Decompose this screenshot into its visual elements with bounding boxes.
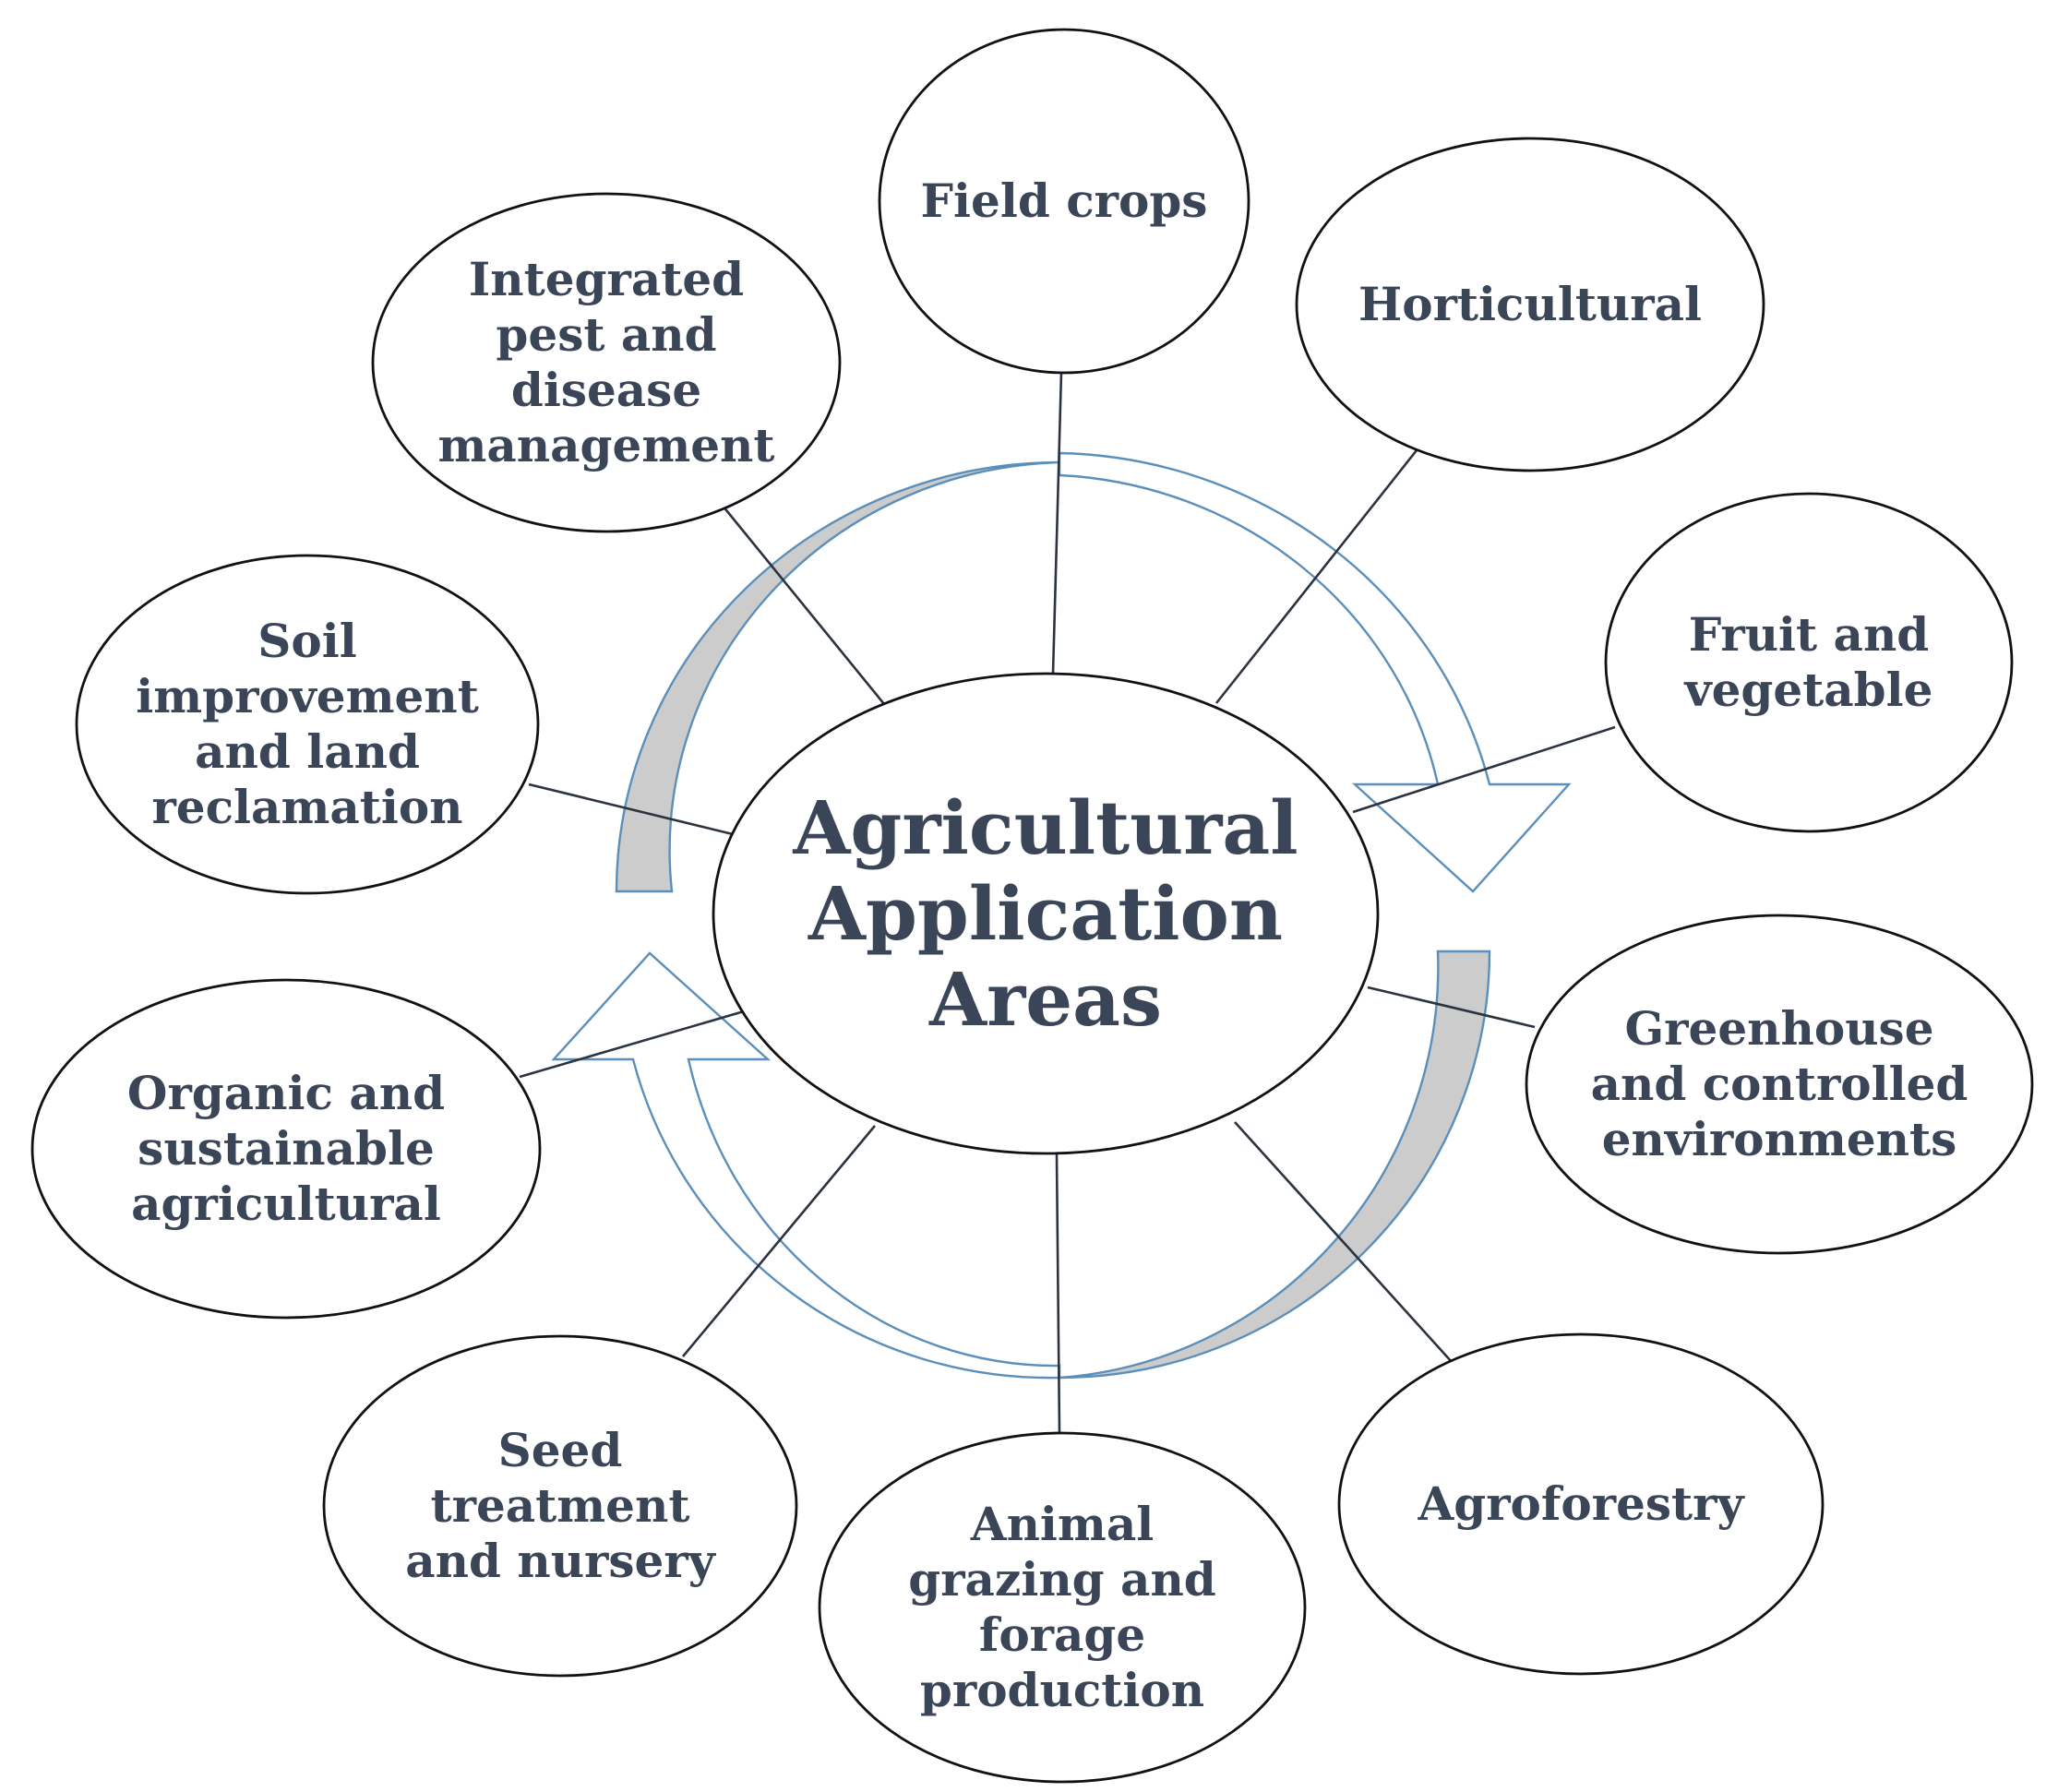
connector-greenhouse: [1367, 986, 1536, 1029]
connector-agroforestry: [1234, 1121, 1454, 1364]
connector-animal-grazing: [1055, 1153, 1061, 1434]
connectors: [519, 371, 1616, 1434]
greenhouse-label-line-2: and controlled: [1591, 1057, 1968, 1111]
center-title-line-3: Areas: [928, 956, 1162, 1043]
horticultural-label-line-1: Horticultural: [1358, 277, 1702, 331]
seed-treatment-label-line-3: and nursery: [405, 1534, 716, 1588]
integrated-pest-label-line-4: management: [438, 418, 775, 472]
organic-sustainable-label-line-3: agricultural: [131, 1177, 441, 1231]
fruit-and-vegetable-label-line-2: vegetable: [1684, 663, 1933, 717]
node-horticultural-shape: [1295, 137, 1765, 472]
integrated-pest-label-line-2: pest and: [496, 307, 716, 362]
soil-improvement-label-line-3: and land: [195, 724, 420, 779]
node-agroforestry[interactable]: Agroforestry: [1337, 1332, 1825, 1676]
connector-soil-improvement: [528, 783, 737, 837]
soil-improvement-label-line-2: improvement: [136, 669, 479, 723]
connector-fruit-and-vegetable: [1352, 725, 1616, 814]
node-fruit-and-vegetable-shape: [1604, 492, 2014, 833]
node-horticultural[interactable]: Horticultural: [1295, 137, 1765, 472]
cycle-arrow-upper-right: [1058, 451, 1572, 893]
center-title-line-1: Agricultural: [792, 784, 1298, 871]
integrated-pest-label-line-1: Integrated: [469, 252, 744, 306]
greenhouse-label-line-1: Greenhouse: [1624, 1001, 1933, 1056]
connector-seed-treatment: [682, 1125, 876, 1357]
node-organic-sustainable-shape: [30, 978, 542, 1320]
animal-grazing-label-line-2: grazing and: [908, 1552, 1216, 1607]
connector-field-crops: [1051, 371, 1063, 675]
seed-treatment-label-line-2: treatment: [431, 1478, 690, 1533]
seed-treatment-label-line-1: Seed: [498, 1423, 623, 1477]
animal-grazing-label-line-4: production: [920, 1663, 1204, 1717]
node-seed-treatment-shape: [322, 1334, 798, 1678]
cycle-arrow-lower-left: [551, 951, 1061, 1380]
node-integrated-pest-shape: [371, 192, 842, 533]
soil-improvement-label-line-4: reclamation: [151, 780, 462, 834]
organic-sustainable-label-line-2: sustainable: [138, 1121, 435, 1176]
organic-sustainable-label-line-1: Organic and: [127, 1066, 445, 1120]
connector-integrated-pest: [721, 505, 886, 705]
field-crops-label-line-1: Field crops: [921, 173, 1208, 228]
agroforestry-label-line-1: Agroforestry: [1417, 1476, 1745, 1531]
node-soil-improvement-shape: [75, 554, 540, 895]
node-agroforestry-shape: [1337, 1332, 1825, 1676]
connector-horticultural: [1214, 449, 1418, 704]
node-animal-grazing-shape: [818, 1431, 1307, 1784]
fruit-and-vegetable-label-line-1: Fruit and: [1689, 607, 1930, 662]
center-node[interactable]: Agricultural Application Areas: [712, 672, 1380, 1155]
connector-organic-sustainable: [519, 1009, 745, 1079]
animal-grazing-label-line-1: Animal: [970, 1497, 1154, 1551]
animal-grazing-label-line-3: forage: [979, 1607, 1145, 1662]
soil-improvement-label-line-1: Soil: [257, 614, 356, 668]
cycle-arrows: [551, 451, 1572, 1380]
outer-nodes: Field crops Horticultural Fruit andveget…: [30, 28, 2034, 1784]
center-title-line-2: Application: [808, 870, 1283, 957]
greenhouse-label-line-3: environments: [1602, 1112, 1957, 1166]
center-node-shape: [712, 672, 1380, 1155]
node-field-crops[interactable]: Field crops: [878, 28, 1250, 375]
node-greenhouse-shape: [1525, 914, 2034, 1255]
integrated-pest-label-line-3: disease: [511, 363, 701, 417]
node-field-crops-shape: [878, 28, 1250, 375]
